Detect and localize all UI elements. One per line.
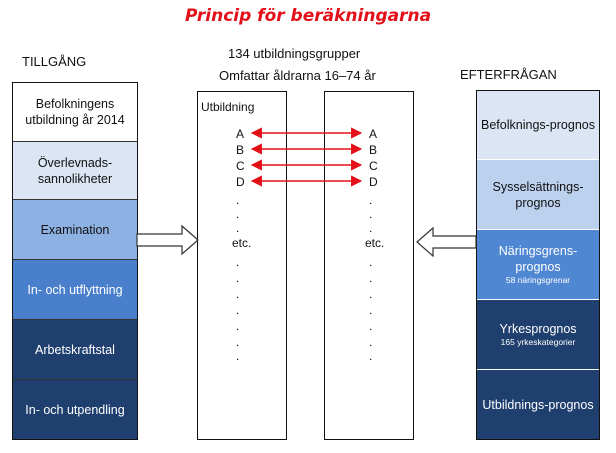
education-list-item: . xyxy=(369,255,373,269)
groups-text: 134 utbildningsgrupper xyxy=(228,46,361,61)
education-list-item: . xyxy=(236,319,240,333)
demand-flow-arrow xyxy=(416,226,477,258)
supply-box-flyttning: In- och utflyttning xyxy=(13,259,137,319)
education-list-item: . xyxy=(236,349,240,363)
education-list-item: . xyxy=(369,221,373,235)
education-list-item: . xyxy=(236,221,240,235)
education-list-item: A xyxy=(236,127,245,141)
demand-box-label: Utbildnings-prognos xyxy=(482,397,594,412)
education-list-item: . xyxy=(369,193,373,207)
education-list-item: . xyxy=(369,271,373,285)
education-list-item: D xyxy=(236,175,245,189)
education-list-item: C xyxy=(236,159,245,173)
supply-column: Befolkningens utbildning år 2014 Överlev… xyxy=(12,82,138,440)
demand-box-sysselsattning: Sysselsättnings-prognos xyxy=(477,159,599,229)
demand-column: Befolknings-prognos Sysselsättnings-prog… xyxy=(476,90,600,440)
education-list-item: . xyxy=(369,335,373,349)
education-list-item: . xyxy=(369,349,373,363)
education-list-item: . xyxy=(369,207,373,221)
supply-box-label: Överlevnads-sannolikheter xyxy=(37,155,113,186)
demand-box-sub: 58 näringsgrenar xyxy=(505,275,571,285)
supply-box-overlevnad: Överlevnads-sannolikheter xyxy=(13,141,137,199)
supply-box-label: Examination xyxy=(40,222,110,237)
supply-box-befolkningens-utbildning: Befolkningens utbildning år 2014 xyxy=(13,83,137,141)
link-arrows-group xyxy=(250,127,363,187)
supply-flow-arrow xyxy=(136,224,199,256)
education-list-item: . xyxy=(236,255,240,269)
education-list-item: D xyxy=(369,175,378,189)
education-list-item: . xyxy=(236,287,240,301)
education-list-item: etc. xyxy=(232,236,252,250)
supply-box-pendling: In- och utpendling xyxy=(13,379,137,439)
education-list-item: etc. xyxy=(365,236,385,250)
education-list-item: . xyxy=(369,287,373,301)
education-list-item: A xyxy=(369,127,378,141)
education-list-item: . xyxy=(236,207,240,221)
education-list-item: . xyxy=(236,271,240,285)
demand-heading: EFTERFRÅGAN xyxy=(460,67,557,82)
ages-text: Omfattar åldrarna 16–74 år xyxy=(219,68,376,83)
demand-box-label: Sysselsättnings-prognos xyxy=(492,179,584,210)
education-list-item: B xyxy=(369,143,378,157)
supply-box-examination: Examination xyxy=(13,199,137,259)
demand-box-befolkning: Befolknings-prognos xyxy=(477,91,599,159)
supply-box-label: Arbetskraftstal xyxy=(35,342,115,357)
demand-box-label: Yrkesprognos xyxy=(499,322,577,336)
education-list-item: C xyxy=(369,159,378,173)
education-list-item: . xyxy=(236,303,240,317)
education-list-item: . xyxy=(369,303,373,317)
supply-box-label: In- och utflyttning xyxy=(27,282,123,297)
education-column-label: Utbildning xyxy=(201,100,255,114)
demand-box-sub: 165 yrkeskategorier xyxy=(500,337,576,347)
diagram-title: Princip för beräkningarna xyxy=(184,6,432,26)
education-list-item: . xyxy=(369,319,373,333)
supply-box-arbetskraftstal: Arbetskraftstal xyxy=(13,319,137,379)
supply-box-label: In- och utpendling xyxy=(25,402,125,417)
education-list-item: . xyxy=(236,335,240,349)
demand-box-label: Näringsgrens-prognos xyxy=(498,244,578,274)
supply-box-label: Befolkningens utbildning år 2014 xyxy=(25,97,125,127)
education-list-item: B xyxy=(236,143,245,157)
demand-box-label: Befolknings-prognos xyxy=(481,118,595,132)
supply-heading: TILLGÅNG xyxy=(22,54,87,69)
demand-box-utbildning: Utbildnings-prognos xyxy=(477,369,599,439)
education-list-item: . xyxy=(236,193,240,207)
